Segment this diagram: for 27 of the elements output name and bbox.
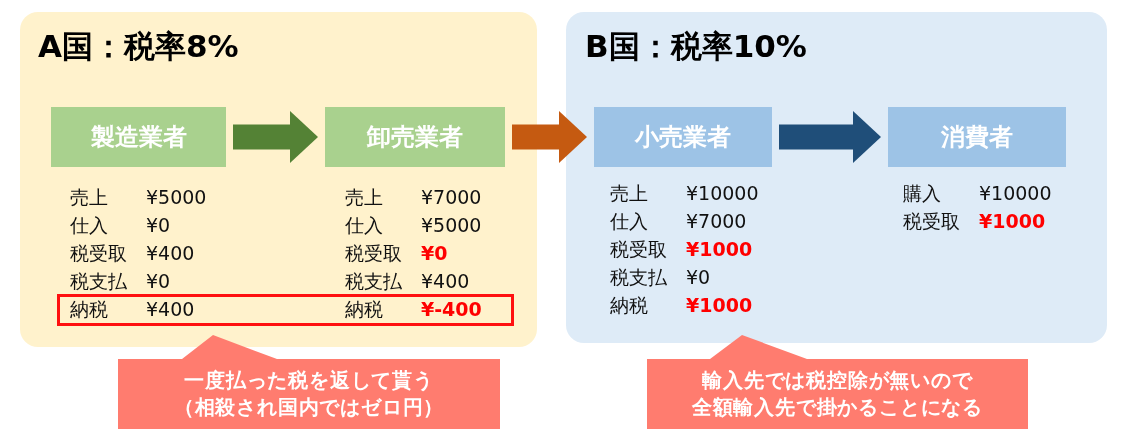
ledger-entry: 税支払 ¥400	[345, 269, 471, 294]
country-panel	[566, 12, 1107, 343]
panel-title: A国：税率8%	[38, 27, 239, 66]
ledger-entry: 売上 ¥5000	[70, 185, 207, 210]
ledger-entry: 納税 ¥1000	[610, 293, 754, 318]
ledger-entry: 仕入 ¥7000	[610, 209, 748, 234]
callout-bubble: 輸入先では税控除が無いので全額輸入先で掛かることになる	[647, 335, 1028, 429]
ledger-entry: 仕入 ¥0	[70, 213, 172, 238]
ledger-entry: 売上 ¥10000	[610, 181, 759, 206]
role-box: 消費者	[888, 107, 1066, 167]
country-panel	[20, 12, 537, 347]
ledger-entry: 税支払 ¥0	[70, 269, 172, 294]
ledger-entry: 税受取 ¥400	[70, 241, 196, 266]
ledger-entry: 税支払 ¥0	[610, 265, 712, 290]
callout-bubble: 一度払った税を返して貰う（相殺され国内ではゼロ円）	[118, 335, 500, 429]
role-box: 卸売業者	[325, 107, 505, 167]
ledger-entry: 売上 ¥7000	[345, 185, 482, 210]
ledger-entry: 仕入 ¥5000	[345, 213, 482, 238]
ledger-entry: 納税 ¥-400	[345, 297, 482, 322]
role-box: 製造業者	[51, 107, 226, 167]
ledger-entry: 納税 ¥400	[70, 297, 196, 322]
ledger-entry: 税受取 ¥1000	[610, 237, 754, 262]
ledger-entry: 税受取 ¥0	[345, 241, 449, 266]
ledger-entry: 購入 ¥10000	[903, 181, 1052, 206]
ledger-entry: 税受取 ¥1000	[903, 209, 1047, 234]
role-box: 小売業者	[594, 107, 772, 167]
panel-title: B国：税率10%	[585, 27, 807, 66]
